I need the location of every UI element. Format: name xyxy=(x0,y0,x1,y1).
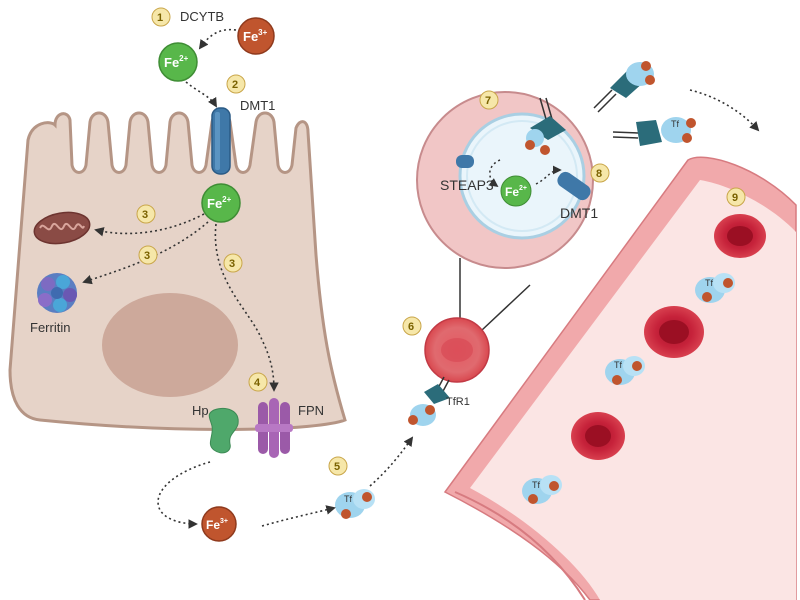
hephaestin-icon xyxy=(208,408,239,454)
step-badge: 3 xyxy=(136,204,156,224)
ferritin-label: Ferritin xyxy=(30,320,70,335)
svg-text:6: 6 xyxy=(408,321,414,333)
fe3-ion-icon: Fe3+ xyxy=(237,17,275,55)
red-blood-cell-icon xyxy=(571,412,625,460)
red-blood-cell-icon xyxy=(714,214,766,258)
mitochondrion-icon xyxy=(33,211,91,245)
nucleus xyxy=(102,293,238,397)
steap3-label: STEAP3 xyxy=(440,177,494,193)
step-badge: 9 xyxy=(726,187,746,207)
hp-label: Hp xyxy=(192,403,209,418)
tf-label: Tf xyxy=(344,494,352,504)
transferrin-receptor-icon xyxy=(593,61,655,113)
svg-text:5: 5 xyxy=(334,461,340,473)
svg-text:Fe3+: Fe3+ xyxy=(206,518,228,532)
transferrin-icon: Tf xyxy=(522,475,562,504)
step-badge: 6 xyxy=(402,316,422,336)
pathway-arrows xyxy=(82,28,760,529)
tf-label: Tf xyxy=(671,119,679,129)
transferrin-icon: Tf xyxy=(695,273,735,303)
svg-text:2: 2 xyxy=(232,79,238,91)
step-badge: 8 xyxy=(590,163,610,183)
svg-text:Fe2+: Fe2+ xyxy=(164,54,189,70)
step-badge: 1 xyxy=(151,7,171,27)
svg-text:3: 3 xyxy=(144,250,150,262)
fe3-ion-icon: Fe3+ xyxy=(201,506,237,542)
svg-text:Fe3+: Fe3+ xyxy=(243,28,268,44)
svg-text:Fe2+: Fe2+ xyxy=(505,185,527,199)
svg-text:3: 3 xyxy=(142,209,148,221)
dcytb-label: DCYTB xyxy=(180,9,224,24)
step-badge: 7 xyxy=(479,90,499,110)
red-blood-cell-icon xyxy=(644,306,704,358)
dmt1-endosome-label: DMT1 xyxy=(560,205,598,221)
fe2-ion-icon: Fe2+ xyxy=(158,42,198,82)
endosome-icon xyxy=(458,112,586,240)
tf-label: Tf xyxy=(532,480,540,490)
svg-text:7: 7 xyxy=(485,95,491,107)
transferrin-icon: Tf xyxy=(605,356,645,385)
svg-text:3: 3 xyxy=(229,258,235,270)
step-badge: 2 xyxy=(226,74,246,94)
red-blood-cell-icon xyxy=(424,317,490,383)
fe2-ion-icon: Fe2+ xyxy=(201,183,241,223)
step-badge: 3 xyxy=(138,245,158,265)
dmt1-endosome-channel xyxy=(557,171,591,201)
svg-text:8: 8 xyxy=(596,168,602,180)
step-badge: 4 xyxy=(248,372,268,392)
tf-label: Tf xyxy=(705,278,713,288)
dmt1-apical-channel xyxy=(211,107,231,175)
transferrin-receptor-icon: Tf xyxy=(612,117,696,146)
steap3-icon xyxy=(456,155,474,168)
endosome-zoom: STEAP3 Fe2+ DMT1 xyxy=(416,91,598,331)
transferrin-receptor-icon xyxy=(408,376,450,426)
tfr1-label: TfR1 xyxy=(446,396,470,408)
ferritin-icon xyxy=(37,273,77,313)
svg-text:Fe2+: Fe2+ xyxy=(207,195,232,211)
svg-text:1: 1 xyxy=(157,12,163,24)
dmt1-apical-label: DMT1 xyxy=(240,98,275,113)
step-badge: 3 xyxy=(223,253,243,273)
step-badge: 5 xyxy=(328,456,348,476)
svg-text:9: 9 xyxy=(732,192,738,204)
fe2-ion-icon: Fe2+ xyxy=(500,175,532,207)
fpn-label: FPN xyxy=(298,403,324,418)
enterocyte-cell xyxy=(8,111,347,431)
ferroportin-icon xyxy=(255,398,293,458)
transferrin-icon: Tf xyxy=(335,489,375,519)
transferrin-receptor-icon xyxy=(525,97,566,155)
svg-text:4: 4 xyxy=(254,377,261,389)
tf-label: Tf xyxy=(614,360,622,370)
